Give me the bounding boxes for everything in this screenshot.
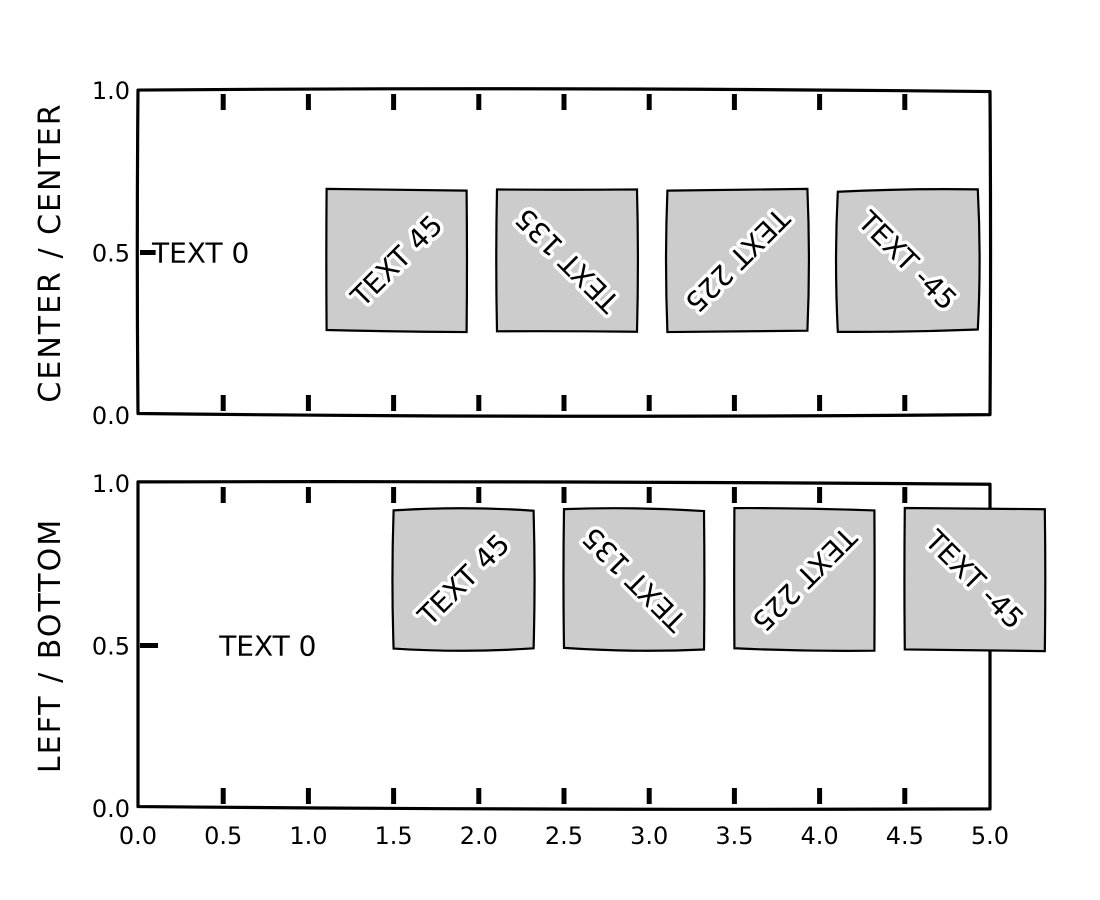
annotation-box bbox=[391, 507, 536, 652]
y-tick-label: 0.0 bbox=[92, 795, 130, 823]
y-tick-label: 1.0 bbox=[92, 470, 130, 498]
x-tick-label: 5.0 bbox=[971, 822, 1009, 850]
y-axis-label: CENTER / CENTER bbox=[33, 102, 68, 402]
x-tick-label: 3.0 bbox=[630, 822, 668, 850]
axes-frame bbox=[136, 480, 992, 811]
y-axis-label: LEFT / BOTTOM bbox=[33, 518, 68, 773]
annotation-outline: TEXT 0 bbox=[218, 630, 316, 663]
annotation-text: TEXT 0 bbox=[218, 630, 316, 663]
x-tick-label: 2.0 bbox=[460, 822, 498, 850]
annotation-box bbox=[664, 187, 811, 334]
y-tick-label: 0.5 bbox=[92, 633, 130, 661]
x-tick-label: 1.5 bbox=[375, 822, 413, 850]
annotation-text: TEXT 0 bbox=[151, 237, 249, 270]
x-tick-label: 2.5 bbox=[545, 822, 583, 850]
x-tick-label: 0.0 bbox=[119, 822, 157, 850]
y-tick-label: 1.0 bbox=[92, 77, 130, 105]
x-tick-label: 1.0 bbox=[289, 822, 327, 850]
annotation-box bbox=[495, 188, 640, 333]
x-tick-label: 4.0 bbox=[801, 822, 839, 850]
x-tick-label: 3.5 bbox=[715, 822, 753, 850]
annotation-box bbox=[903, 506, 1047, 653]
annotation-box bbox=[733, 506, 876, 652]
annotation-outline: TEXT 0 bbox=[151, 237, 249, 270]
x-tick-label: 0.5 bbox=[204, 822, 242, 850]
annotation-box bbox=[562, 507, 706, 652]
y-tick-label: 0.0 bbox=[92, 402, 130, 430]
annotation-box bbox=[325, 187, 469, 334]
x-tick-label: 4.5 bbox=[886, 822, 924, 850]
axes-frame bbox=[135, 87, 993, 418]
y-tick-label: 0.5 bbox=[92, 240, 130, 268]
annotation-box bbox=[834, 188, 981, 333]
